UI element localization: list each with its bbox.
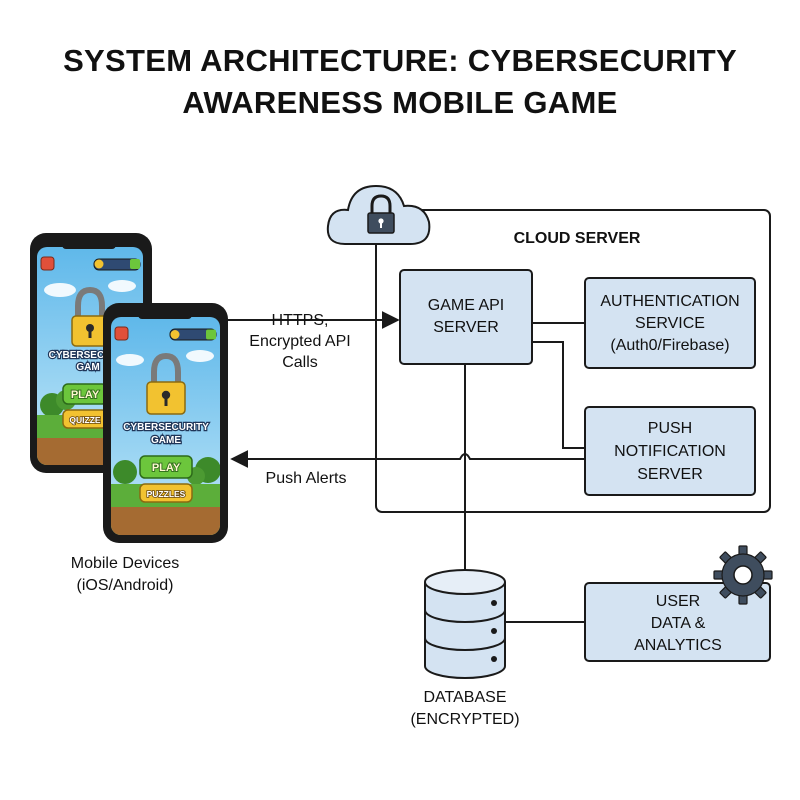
push-notification-server-box: PUSH NOTIFICATION SERVER [584,406,756,496]
front-phone-play-button: PLAY [152,462,181,474]
database-cylinder-icon [424,569,506,679]
analytics-line3: ANALYTICS [634,637,722,654]
push-line3: SERVER [637,466,703,483]
page-title-line2: AWARENESS MOBILE GAME [182,85,618,120]
auth-line1: AUTHENTICATION [600,293,739,310]
push-alerts-arrow [230,450,584,468]
gear-icon [713,545,773,605]
push-line2: NOTIFICATION [614,443,726,460]
game-api-server-box: GAME API SERVER [399,269,533,365]
auth-line2: SERVICE [635,315,705,332]
page-title-line1: SYSTEM ARCHITECTURE: CYBERSECURITY [63,43,737,78]
mobile-phone-front: CYBERSECURITY GAME PLAY PUZZLES [103,303,228,543]
back-phone-title-line2: GAM [76,362,99,373]
mobile-devices-label-line2: (iOS/Android) [77,577,174,594]
database-line2: (ENCRYPTED) [410,711,519,728]
front-phone-puzzles-button: PUZZLES [147,489,186,499]
push-alerts-label: Push Alerts [266,470,347,487]
cloud-server-container: CLOUD SERVER [375,209,771,513]
https-label-line1: HTTPS, [272,312,329,329]
https-label-line2: Encrypted API [249,333,350,350]
mobile-devices-label-line1: Mobile Devices [71,555,179,572]
api-push-connector [532,341,584,449]
analytics-line2: DATA & [651,615,706,632]
auth-line3: (Auth0/Firebase) [610,337,729,354]
database-line1: DATABASE [424,689,507,706]
lock-icon [367,194,395,234]
edges [228,311,584,623]
back-phone-quizzes-button: QUIZZE [69,415,100,425]
back-phone-title-line1: CYBERSECU [49,350,112,361]
cloud-lock-icon [326,184,431,245]
cloud-server-label: CLOUD SERVER [514,230,641,247]
analytics-line1: USER [656,593,700,610]
push-line1: PUSH [648,420,692,437]
authentication-service-box: AUTHENTICATION SERVICE (Auth0/Firebase) [584,277,756,369]
https-label-line3: Calls [282,354,318,371]
game-api-line1: GAME API [428,297,504,314]
game-api-line2: SERVER [433,319,499,336]
back-phone-play-button: PLAY [71,389,100,401]
user-data-analytics-box: USER DATA & ANALYTICS [584,582,771,662]
front-phone-title-line2: GAME [151,435,181,446]
front-phone-title-line1: CYBERSECURITY [123,422,209,433]
